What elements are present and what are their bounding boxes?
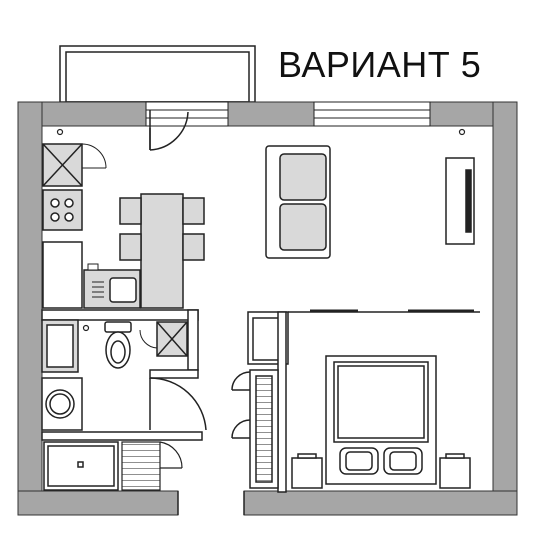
ceiling-lamps	[56, 128, 466, 332]
sofa	[265, 145, 331, 259]
ventilation-shaft	[139, 321, 188, 357]
plan-title: ВАРИАНТ 5	[278, 44, 482, 85]
balcony-door	[149, 110, 189, 151]
top-windows	[145, 101, 431, 127]
entrance-door	[177, 491, 245, 515]
kitchen	[42, 143, 141, 309]
hall-partition	[41, 431, 203, 441]
wardrobe	[231, 369, 279, 489]
bathroom-door	[149, 369, 207, 431]
tv-unit	[445, 157, 475, 245]
toilet	[104, 321, 132, 369]
entrance-mat	[121, 441, 183, 491]
laundry	[41, 319, 79, 373]
balcony	[59, 45, 256, 103]
bed	[291, 355, 471, 489]
bottom-cabinet	[43, 441, 119, 491]
washbasin	[41, 377, 83, 431]
outer-walls	[17, 101, 518, 516]
bedroom-partition	[247, 309, 480, 493]
bar-counter	[119, 193, 205, 309]
